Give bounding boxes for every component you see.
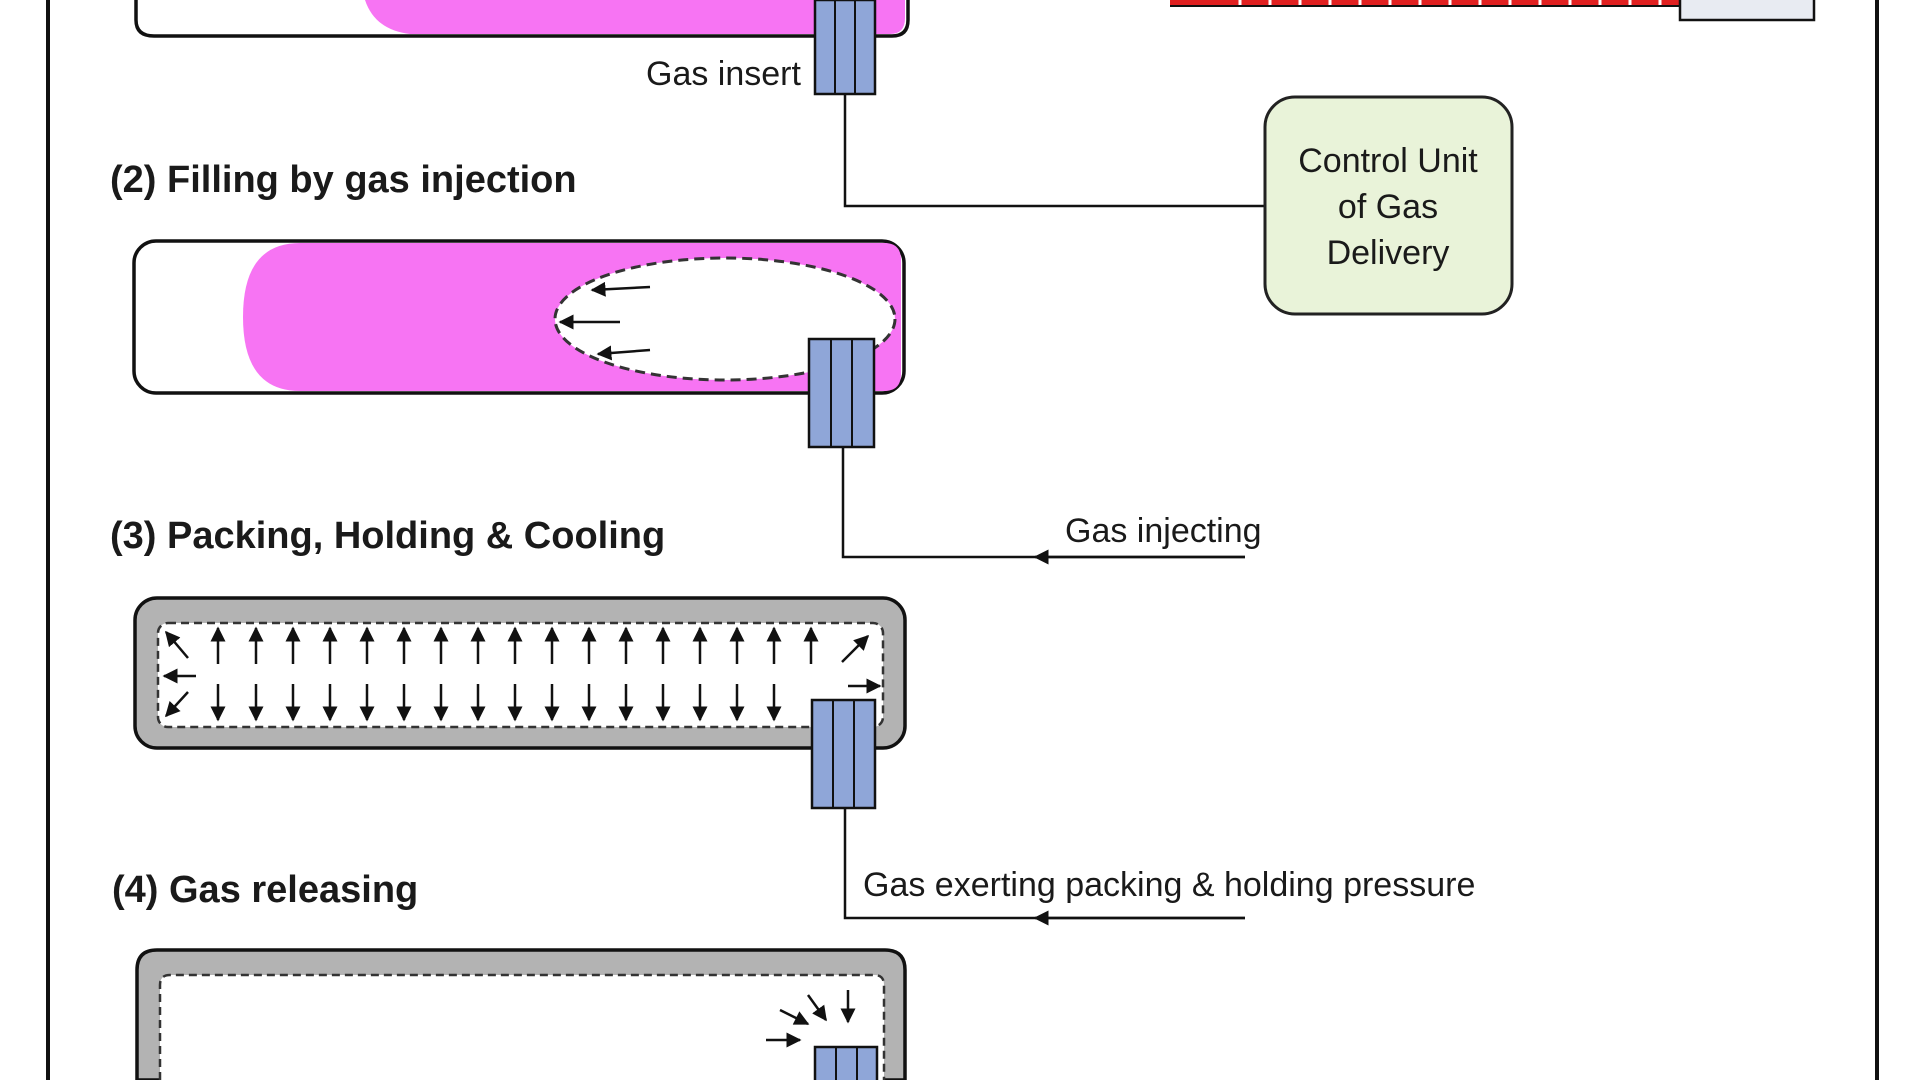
step3-hollow-channel [156,621,885,729]
step3-pressure-arrows [162,626,882,722]
top-mold-cavity [134,0,910,38]
top-gas-insert [813,0,877,96]
injection-barrel-fragment [1170,0,1816,22]
step3-gas-insert [810,698,877,810]
gas-insert-label: Gas insert [646,55,801,93]
step4-hollow-channel [158,973,886,1080]
step2-title: (2) Filling by gas injection [110,159,577,201]
step2-gas-flow-arrows [558,281,651,361]
step3-mold-cavity [133,596,907,750]
step4-release-arrows [766,990,856,1048]
step4-mold-cavity [135,948,907,1080]
step3-title: (3) Packing, Holding & Cooling [110,515,665,557]
gas-exerting-label: Gas exerting packing & holding pressure [863,866,1475,904]
step4-title: (4) Gas releasing [112,869,418,911]
gas-line-to-control-unit [843,94,1265,208]
control-unit-line1: Control Unit [1298,142,1478,180]
step2-mold-cavity [132,239,906,395]
step4-gas-insert [813,1045,879,1080]
step2-gas-insert [807,337,876,449]
control-unit-box: Control Unit of Gas Delivery [1263,95,1514,316]
gas-injecting-label: Gas injecting [1065,512,1262,550]
control-unit-line2: of Gas [1338,188,1438,226]
control-unit-line3: Delivery [1327,234,1450,272]
